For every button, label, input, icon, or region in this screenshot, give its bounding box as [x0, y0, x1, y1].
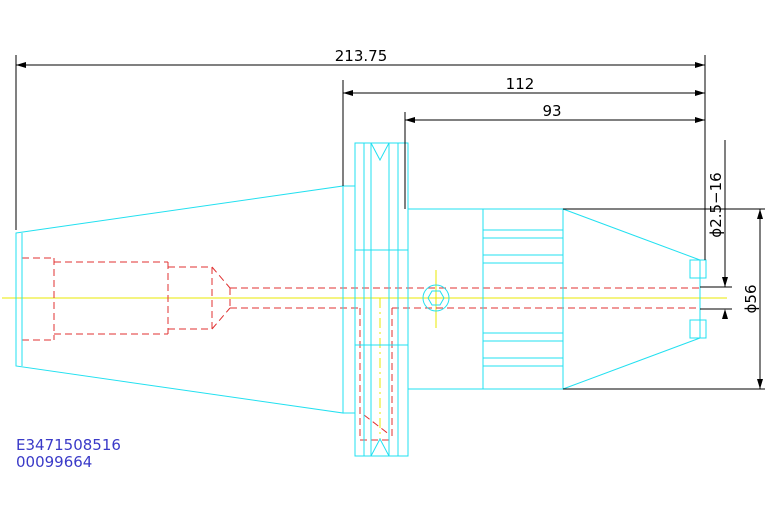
- nose-diameter-label: ϕ56: [742, 285, 760, 314]
- order-code: 00099664: [16, 453, 93, 471]
- dimension-lines: [15, 55, 765, 390]
- overall-length-label: 213.75: [335, 47, 388, 65]
- clamp-range-label: ϕ2.5−16: [707, 172, 725, 237]
- identifier-block: E3471508516 00099664: [16, 437, 121, 471]
- body-length-label: 93: [542, 102, 561, 120]
- hidden-lines: [21, 257, 700, 441]
- flange-to-tip-label: 112: [506, 75, 535, 93]
- dimension-arrows: [16, 62, 763, 389]
- part-number: E3471508516: [16, 436, 121, 454]
- tool-outline: [15, 142, 707, 457]
